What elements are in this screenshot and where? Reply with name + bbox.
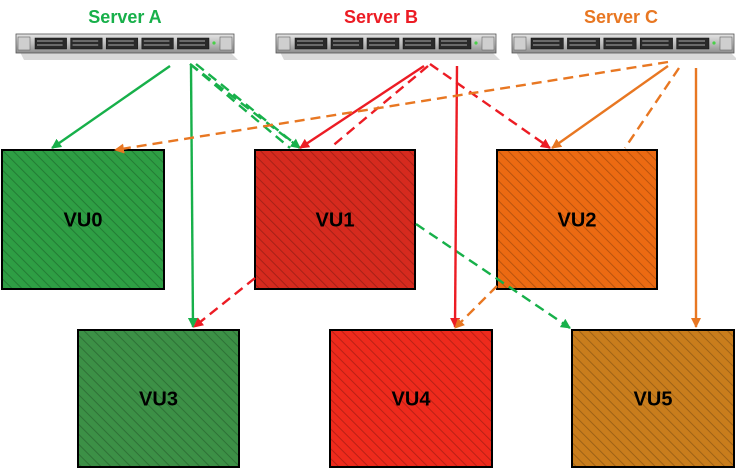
unit-vu0: VU0 [1, 149, 165, 290]
unit-border [77, 329, 240, 468]
rack-server-icon [15, 33, 238, 60]
unit-hatch [255, 150, 415, 289]
edge-c-vu4 [454, 67, 680, 329]
unit-hatch [572, 330, 734, 467]
unit-label: VU4 [392, 389, 432, 411]
edge-a-vu0 [51, 65, 171, 149]
unit-label: VU1 [316, 210, 355, 232]
unit-hatch [330, 330, 492, 467]
unit-vu4: VU4 [329, 329, 493, 468]
edge-a-vu3 [187, 65, 198, 328]
rack-server-icon [511, 33, 736, 60]
unit-label: VU2 [558, 210, 597, 232]
edge-b-vu4 [450, 65, 461, 328]
edge-c-vu2 [551, 65, 669, 149]
server-label: Server A [88, 7, 161, 27]
edge-a-vu1 [189, 63, 301, 149]
unit-border [571, 329, 735, 468]
unit-label: VU3 [139, 389, 178, 411]
unit-border [496, 149, 658, 290]
unit-label: VU0 [64, 210, 103, 232]
unit-border [1, 149, 165, 290]
unit-hatch [2, 150, 164, 289]
edge-b-vu1 [299, 64, 425, 150]
edge-c-vu0 [114, 60, 669, 154]
server-a: Server A [15, 7, 238, 60]
unit-vu5: VU5 [571, 329, 735, 468]
unit-hatch [78, 330, 239, 467]
edge-b-vu3 [193, 65, 429, 328]
unit-border [254, 149, 416, 290]
edge-a-vu5 [195, 63, 571, 329]
unit-vu1: VU1 [254, 149, 416, 290]
unit-hatch [497, 150, 657, 289]
server-b: Server B [275, 7, 500, 60]
server-label: Server C [584, 7, 658, 27]
unit-vu3: VU3 [77, 329, 240, 468]
unit-border [329, 329, 493, 468]
unit-label: VU5 [634, 389, 673, 411]
edge-b-vu2 [429, 63, 551, 149]
server-label: Server B [344, 7, 418, 27]
server-c: Server C [511, 7, 736, 60]
rack-server-icon [275, 33, 500, 60]
unit-vu2: VU2 [496, 149, 658, 290]
